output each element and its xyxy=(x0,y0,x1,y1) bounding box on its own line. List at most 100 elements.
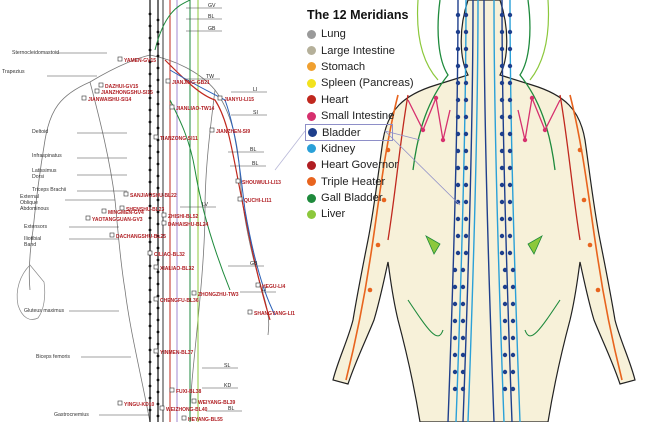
point-label: YINGU-KD10 xyxy=(124,402,155,408)
bladder-point xyxy=(507,12,513,18)
point-label: SHENSHU-BL23 xyxy=(126,207,165,213)
point-dot xyxy=(148,192,152,196)
muscle-label: Gluteus maximus xyxy=(24,308,64,314)
bladder-point xyxy=(499,216,505,222)
bladder-point xyxy=(455,131,461,137)
point-dot xyxy=(148,60,152,64)
muscle-label: Extensors xyxy=(24,224,47,230)
bladder-point xyxy=(452,335,458,341)
meridian-tag: LI xyxy=(262,287,266,293)
muscle-label: Trapezius xyxy=(2,69,25,75)
gall-bladder-path xyxy=(169,99,231,291)
point-dot xyxy=(148,408,152,412)
legend-swatch xyxy=(307,193,316,203)
point-label: XIALIAO-BL32 xyxy=(160,266,194,272)
liver-line-right xyxy=(529,0,550,81)
bladder-point xyxy=(510,318,516,324)
small-intestine-point xyxy=(542,127,548,133)
meridian-tag: TW xyxy=(206,74,214,80)
bladder-point xyxy=(455,233,461,239)
point-label: WEIYANG-BL39 xyxy=(198,400,236,406)
bladder-point xyxy=(455,46,461,52)
point-marker xyxy=(98,82,104,88)
triple-heater-point xyxy=(367,287,373,293)
point-dot xyxy=(156,18,160,22)
bladder-point xyxy=(460,369,466,375)
legend-item-heart: Heart xyxy=(305,92,455,108)
point-dot xyxy=(148,156,152,160)
bladder-point xyxy=(499,182,505,188)
bladder-point xyxy=(499,250,505,256)
legend-label: Triple Heater xyxy=(321,175,386,188)
liver-marker-right xyxy=(527,235,543,255)
point-label: YAMEN-GV15 xyxy=(124,58,156,64)
point-dot xyxy=(156,114,160,118)
legend-swatch xyxy=(307,177,316,187)
small-intestine-point xyxy=(522,137,528,143)
point-dot xyxy=(156,42,160,46)
legend-label: Stomach xyxy=(321,60,366,73)
bladder-point xyxy=(507,199,513,205)
bladder-point xyxy=(452,318,458,324)
muscle-label: Biceps femoris xyxy=(36,354,70,360)
bladder-point xyxy=(510,352,516,358)
bladder-point xyxy=(499,46,505,52)
point-dot xyxy=(148,384,152,388)
triple-heater-point xyxy=(587,242,593,248)
point-label: ZHONGZHU-TW3 xyxy=(198,292,239,298)
meridian-tag: GB xyxy=(208,26,216,32)
bladder-point xyxy=(463,165,469,171)
bladder-point xyxy=(463,148,469,154)
point-label: SHOUWULI-LI13 xyxy=(242,180,281,186)
point-marker xyxy=(101,208,107,214)
bladder-point xyxy=(510,335,516,341)
hand-outline xyxy=(16,264,46,320)
heart-line-right xyxy=(559,94,581,241)
bladder-point xyxy=(507,131,513,137)
bladder-point xyxy=(502,301,508,307)
muscle-label: Infraspinatus xyxy=(32,153,62,159)
bladder-point xyxy=(455,114,461,120)
left-anatomy-chart: SternocleidomastoidTrapeziusDeltoidInfra… xyxy=(2,0,295,422)
point-label: YINMEN-BL37 xyxy=(160,350,194,356)
point-dot xyxy=(156,414,160,418)
bladder-point xyxy=(499,131,505,137)
bladder-point xyxy=(455,63,461,69)
point-label: JIANZHEN-SI9 xyxy=(216,129,250,135)
point-marker xyxy=(123,191,129,197)
bladder-point xyxy=(507,46,513,52)
legend-item-triple-heater: Triple Heater xyxy=(305,174,455,190)
bladder-point xyxy=(463,80,469,86)
point-marker xyxy=(247,309,253,315)
legend-swatch xyxy=(307,111,316,121)
point-dot xyxy=(156,162,160,166)
bladder-point xyxy=(502,284,508,290)
meridian-tag: GV xyxy=(208,3,216,9)
meridian-tag: LI xyxy=(253,87,257,93)
bladder-point xyxy=(463,131,469,137)
bladder-point xyxy=(455,12,461,18)
point-label: DAZHUI-GV15 xyxy=(105,84,139,90)
hip-line-left xyxy=(407,299,444,337)
bladder-point xyxy=(463,199,469,205)
point-dot xyxy=(148,72,152,76)
point-dot xyxy=(156,174,160,178)
bladder-point xyxy=(463,114,469,120)
point-dot xyxy=(148,144,152,148)
point-label: SANJIAOSHU-BL22 xyxy=(130,193,177,199)
meridian-tag: SI xyxy=(253,110,258,116)
legend-item-bladder: Bladder xyxy=(305,124,393,141)
bladder-point xyxy=(460,352,466,358)
legend-item-lung: Lung xyxy=(305,26,455,42)
point-dot xyxy=(156,390,160,394)
point-label: DAHAISHU-BL24 xyxy=(168,222,209,228)
point-dot xyxy=(156,210,160,214)
bladder-point xyxy=(507,216,513,222)
bladder-point xyxy=(502,267,508,273)
legend-item-small-intestine: Small Intestine xyxy=(305,108,455,124)
point-label: HEGU-LI4 xyxy=(262,284,286,290)
legend-item-stomach: Stomach xyxy=(305,59,455,75)
point-dot xyxy=(156,402,160,406)
